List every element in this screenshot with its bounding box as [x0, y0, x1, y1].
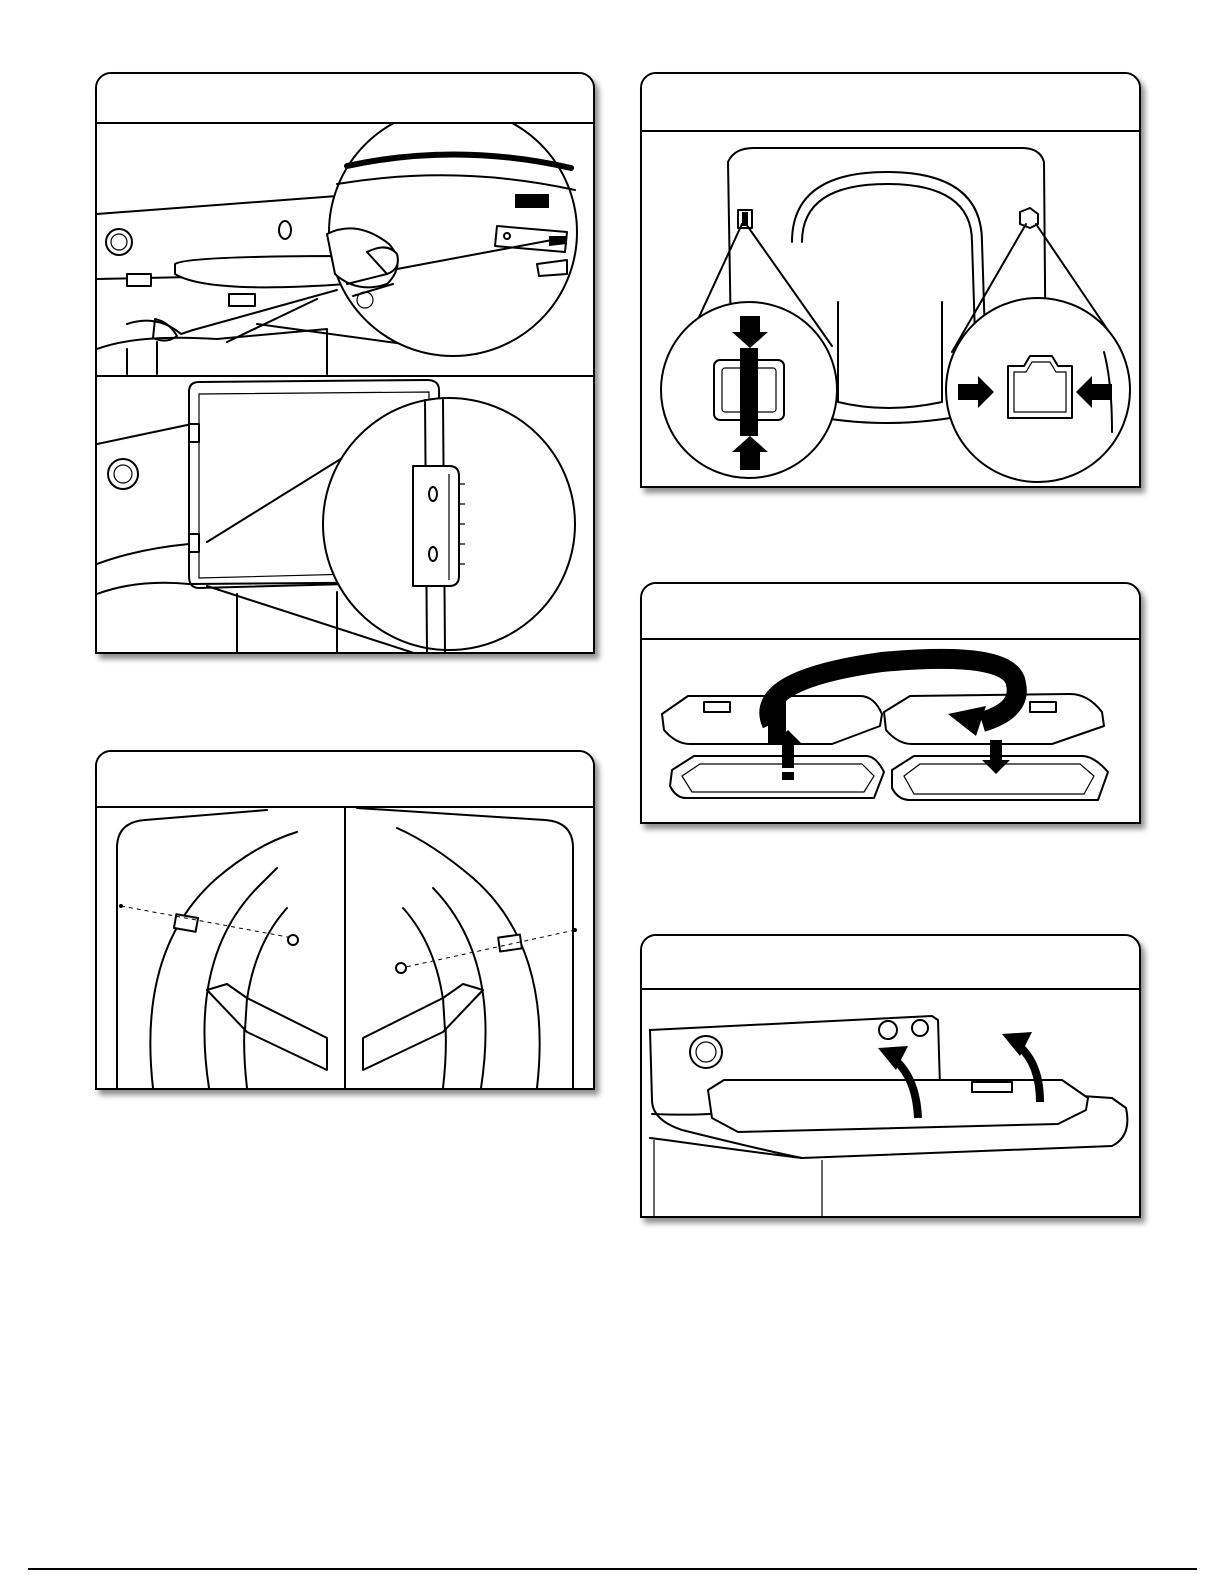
door-left-half [117, 810, 327, 1088]
panel-header [642, 74, 1139, 132]
door-right-half [357, 808, 577, 1088]
footer-rule [28, 1568, 1197, 1570]
magnifier-hinge-detail [323, 398, 575, 652]
panel-hinge-reattach [95, 750, 595, 1090]
panel-header [97, 74, 593, 124]
magnifier-left-slot [661, 224, 837, 478]
door-back-left [670, 756, 884, 798]
panel-remove-door [95, 72, 595, 654]
panel-illustration [97, 808, 593, 1088]
panel-illustration [642, 990, 1139, 1216]
panel-header [642, 936, 1139, 990]
magnifier-screwdriver-detail [327, 124, 577, 356]
panel-illustration [97, 124, 593, 652]
panel-illustration [642, 640, 1139, 822]
panel-door-holes [640, 72, 1141, 488]
panel-illustration [642, 132, 1139, 486]
panel-reinstall-door [640, 934, 1141, 1218]
panel-flip-door [640, 582, 1141, 824]
dryer-body [650, 1016, 1127, 1216]
panel-header [642, 584, 1139, 640]
panel-header [97, 752, 593, 808]
